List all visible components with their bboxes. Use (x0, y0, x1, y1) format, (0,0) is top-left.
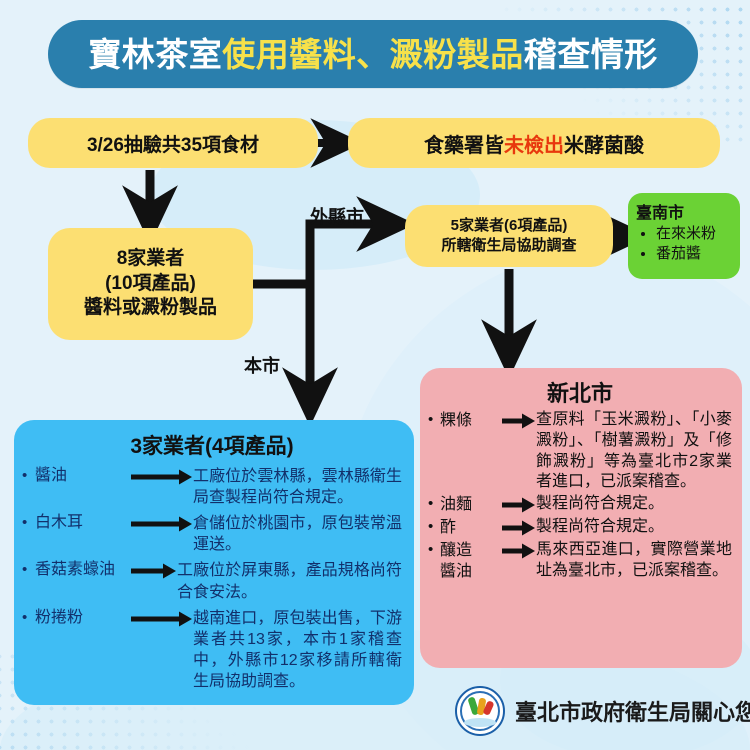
title-segment-subject: 寶林茶室 (88, 35, 223, 73)
new-taipei-item-text: 馬來西亞進口，實際營業地址為臺北市，已派案稽查。 (536, 541, 732, 579)
branch-label-local-city: 本市 (244, 356, 280, 376)
bullet-icon: • (22, 608, 28, 626)
title-segment-highlight: 使用醬料、澱粉製品 (222, 35, 524, 73)
arrow-right-icon (131, 466, 193, 488)
taipei-item-label: 白木耳 (35, 514, 84, 532)
taipei-item-label: 香菇素蠔油 (35, 561, 116, 579)
new-taipei-item-text: 製程尚符合規定。 (536, 495, 665, 513)
arrow-right-icon (131, 608, 193, 630)
bullet-icon: • (428, 518, 434, 536)
result-highlight: 未檢出 (504, 134, 564, 157)
branch-label-out-of-city: 外縣市 (310, 207, 364, 227)
list-item: • 酢 製程尚符合規定。 (428, 517, 732, 539)
arrow-right-icon (131, 513, 193, 535)
taipei-item-label: 粉捲粉 (35, 608, 84, 626)
bullet-icon: • (22, 514, 28, 532)
five-vendors-line-1: 5家業者(6項產品) (450, 216, 568, 234)
list-item: • 粿條 查原料「玉米澱粉」、「小麥澱粉」、「樹薯澱粉」及「修飾澱粉」等為臺北市… (428, 410, 732, 493)
footer: 臺北市政府衛生局關心您 (455, 686, 750, 736)
list-item: • 油麵 製程尚符合規定。 (428, 494, 732, 516)
eight-vendors-line-1: 8家業者 (116, 248, 185, 270)
new-taipei-box: 新北市 • 粿條 查原料「玉米澱粉」、「小麥澱粉」、「樹薯澱粉」及「修飾澱粉」等… (420, 368, 742, 668)
sampling-box-label: 3/26抽驗共35項食材 (86, 134, 260, 156)
new-taipei-item-label: 油麵 (440, 496, 473, 514)
sampling-box: 3/26抽驗共35項食材 (28, 118, 318, 168)
bullet-icon: • (428, 411, 434, 428)
logo-base (464, 718, 496, 727)
taipei-box: 3家業者(4項產品) • 醬油 工廠位於雲林縣，雲林縣衛生局查製程尚符合規定。 … (14, 420, 414, 705)
bullet-icon: • (22, 561, 28, 579)
bullet-icon: • (428, 495, 434, 513)
taipei-item-text: 工廠位於雲林縣，雲林縣衛生局查製程尚符合規定。 (193, 468, 402, 507)
bullet-icon: • (22, 467, 28, 484)
eight-vendors-box: 8家業者 (10項產品) 醬料或澱粉製品 (48, 228, 253, 340)
new-taipei-item-label: 釀造 醬油 (440, 540, 502, 582)
eight-vendors-line-3: 醬料或澱粉製品 (83, 297, 217, 319)
new-taipei-item-label-line1: 釀造 (440, 542, 473, 560)
tainan-heading: 臺南市 (636, 205, 685, 222)
list-item: 番茄醬 (656, 244, 734, 264)
test-result-text: 食藥署皆未檢出米酵菌酸 (424, 129, 644, 158)
arrow-right-icon (502, 517, 536, 539)
five-vendors-box: 5家業者(6項產品) 所轄衛生局協助調查 (405, 205, 613, 267)
list-item: • 香菇素蠔油 工廠位於屏東縣，產品規格尚符合食安法。 (22, 560, 402, 602)
list-item: • 白木耳 倉儲位於桃園市，原包裝常溫運送。 (22, 513, 402, 555)
tainan-item-list: 在來米粉 番茄醬 (636, 224, 734, 265)
tainan-box: 臺南市 在來米粉 番茄醬 (628, 193, 740, 279)
new-taipei-item-label-line2: 醬油 (440, 563, 473, 581)
bullet-icon: • (428, 541, 434, 559)
arrow-right-icon (131, 560, 177, 582)
taipei-item-label: 醬油 (35, 467, 68, 484)
new-taipei-item-text: 製程尚符合規定。 (536, 518, 665, 536)
new-taipei-item-label: 粿條 (440, 412, 473, 429)
new-taipei-item-text: 查原料「玉米澱粉」、「小麥澱粉」、「樹薯澱粉」及「修飾澱粉」等為臺北市2家業者進… (536, 411, 732, 491)
result-suffix: 米酵菌酸 (564, 134, 644, 157)
arrow-right-icon (502, 494, 536, 516)
new-taipei-item-label: 酢 (440, 519, 457, 537)
arrow-right-icon (502, 410, 536, 432)
list-item: • 醬油 工廠位於雲林縣，雲林縣衛生局查製程尚符合規定。 (22, 466, 402, 508)
new-taipei-heading: 新北市 (546, 381, 613, 406)
taipei-health-department-logo-icon (455, 686, 505, 736)
five-vendors-line-2: 所轄衛生局協助調查 (441, 237, 577, 254)
logo-ring (460, 691, 500, 731)
taipei-item-text: 越南進口，原包裝出售，下游業者共13家，本市1家稽查中，外縣市12家移請所轄衛生… (193, 609, 402, 690)
taipei-item-text: 倉儲位於桃園市，原包裝常溫運送。 (193, 515, 402, 554)
list-item: 在來米粉 (656, 224, 734, 244)
list-item: • 粉捲粉 越南進口，原包裝出售，下游業者共13家，本市1家稽查中，外縣市12家… (22, 608, 402, 692)
title-segment-suffix: 稽查情形 (523, 35, 658, 73)
list-item: • 釀造 醬油 馬來西亞進口，實際營業地址為臺北市，已派案稽查。 (428, 540, 732, 582)
arrow-right-icon (502, 540, 536, 562)
test-result-box: 食藥署皆未檢出米酵菌酸 (348, 118, 720, 168)
eight-vendors-line-2: (10項產品) (105, 272, 196, 294)
footer-text: 臺北市政府衛生局關心您 (515, 700, 750, 725)
page-title: 寶林茶室使用醬料、澱粉製品稽查情形 (48, 20, 698, 88)
result-prefix: 食藥署皆 (424, 134, 504, 157)
taipei-heading: 3家業者(4項產品) (130, 435, 294, 458)
taipei-item-text: 工廠位於屏東縣，產品規格尚符合食安法。 (177, 562, 402, 601)
